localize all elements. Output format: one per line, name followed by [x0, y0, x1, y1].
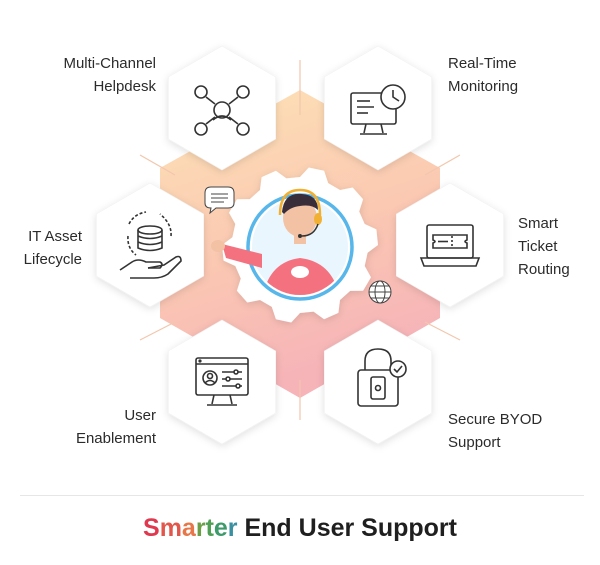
title-highlight-letter: m [159, 514, 182, 542]
title-highlight-letter: r [195, 514, 206, 542]
feature-hexagon-secure-byod [323, 319, 433, 445]
feature-hexagon-user-enablement [168, 319, 277, 445]
feature-hexagon-multi-channel [168, 45, 277, 171]
title-highlight-letter: r [227, 514, 238, 542]
chat-bubble-icon [204, 186, 235, 215]
database-cycle-hand-icon [119, 211, 182, 279]
monitor-clock-icon [350, 84, 406, 135]
user-settings-screen-icon [195, 357, 249, 406]
feature-label-multi-channel: Multi-Channel Helpdesk [63, 55, 156, 95]
feature-label-smart-ticket: Smart Ticket Routing [518, 215, 570, 278]
divider [20, 495, 584, 496]
support-agent-headset-icon [211, 188, 354, 301]
globe-icon [368, 280, 392, 304]
network-users-icon [194, 85, 250, 136]
feature-label-secure-byod: Secure BYOD Support [448, 411, 543, 451]
connector-line [139, 154, 176, 176]
title-highlight-letter: a [181, 514, 196, 542]
feature-label-user-enablement: User Enablement [75, 407, 156, 447]
title-highlight-letter: e [213, 514, 228, 542]
title-highlight-letter: t [205, 514, 214, 542]
title-highlight: Smarter [143, 514, 238, 542]
padlock-phone-icon [357, 348, 407, 407]
feature-hexagon-smart-ticket [395, 182, 505, 308]
feature-label-it-asset: IT Asset Lifecycle [23, 228, 82, 268]
connector-line [424, 321, 461, 341]
page-title: Smarter End User Support [0, 511, 600, 545]
title-highlight-letter: S [143, 514, 160, 542]
title-rest: End User Support [237, 514, 457, 542]
connector-line [424, 154, 461, 176]
connector-line [139, 321, 176, 341]
feature-label-real-time: Real-Time Monitoring [448, 55, 519, 95]
feature-hexagon-real-time [323, 45, 433, 171]
ticket-screen-icon [419, 224, 481, 267]
